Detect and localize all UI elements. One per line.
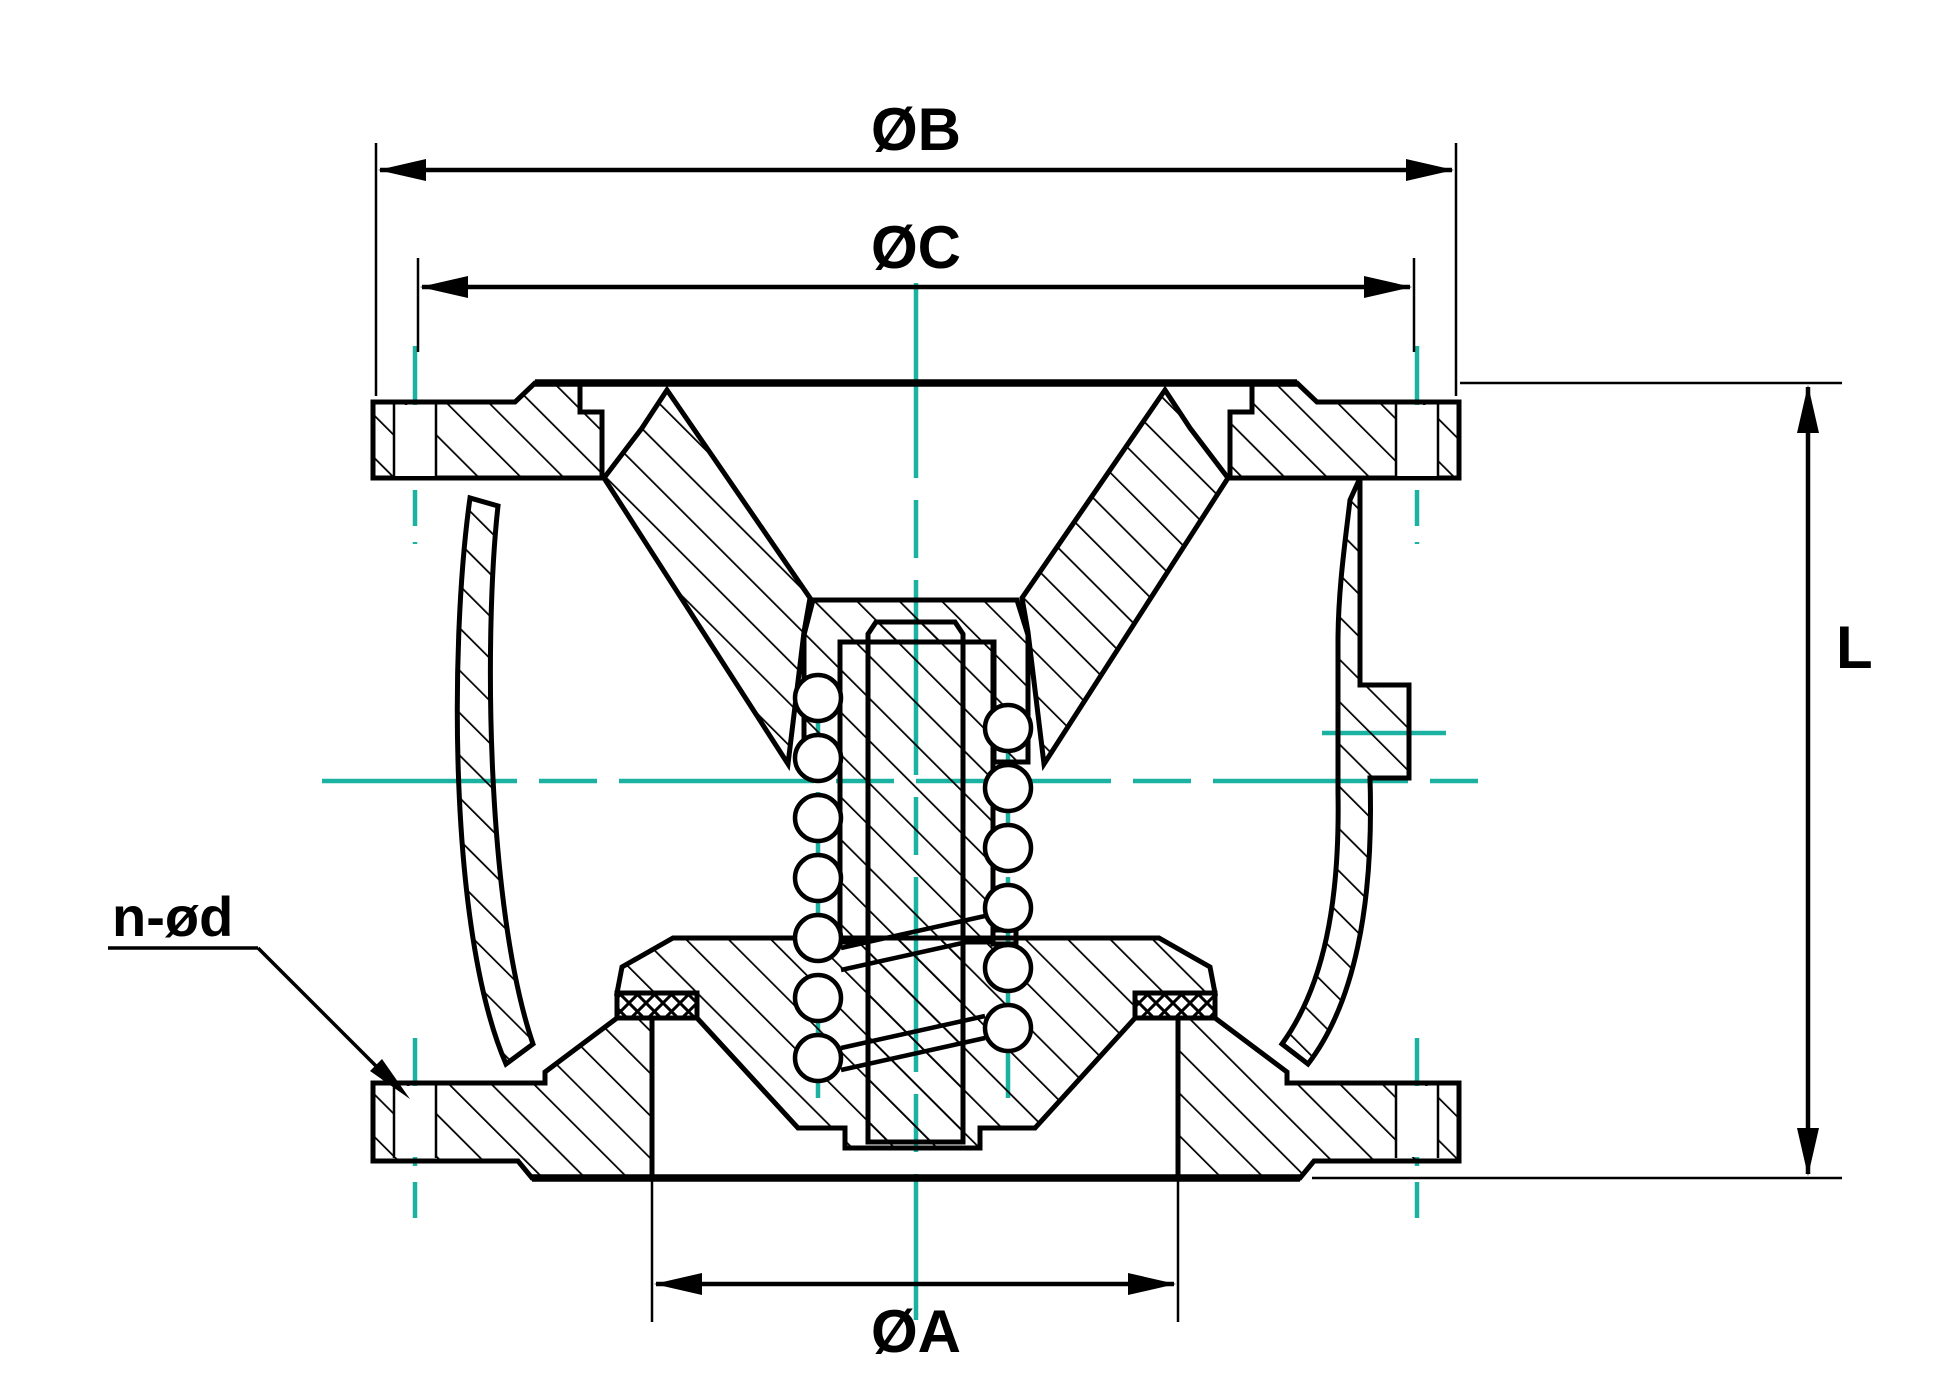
dimension-bore-a: ØA bbox=[650, 1180, 1180, 1365]
valve-body bbox=[370, 379, 1462, 1182]
spring-coil bbox=[792, 912, 844, 964]
dimension-outer-diameter-b: ØB bbox=[374, 96, 1458, 396]
funnel-wall-right bbox=[1019, 385, 1232, 772]
leader-line bbox=[256, 946, 400, 1090]
bowl-shell-right-with-boss bbox=[1278, 476, 1412, 1068]
stem-bushing-left bbox=[837, 639, 871, 945]
spring-coil bbox=[982, 702, 1034, 754]
bolt-hole-top-left bbox=[394, 405, 436, 476]
leader-arrowhead bbox=[370, 1059, 410, 1099]
dimension-length-l: L bbox=[1312, 381, 1873, 1180]
arrowhead-left bbox=[420, 276, 468, 298]
spring-coil bbox=[982, 882, 1034, 934]
spring-coil bbox=[792, 792, 844, 844]
bowl-shell-left bbox=[454, 494, 536, 1068]
spring-coil bbox=[792, 672, 844, 724]
dimension-label-a: ØA bbox=[871, 1298, 961, 1365]
dimension-label-l: L bbox=[1836, 614, 1873, 681]
bolt-hole-top-right bbox=[1396, 405, 1438, 476]
bottom-flange-right bbox=[1175, 1015, 1462, 1181]
spring-coils bbox=[792, 672, 1034, 1084]
dimension-bolt-circle-c: ØC bbox=[416, 214, 1416, 352]
arrowhead-top bbox=[1797, 385, 1819, 433]
spring-coil bbox=[792, 972, 844, 1024]
arrowhead-left bbox=[378, 159, 426, 181]
arrowhead-right bbox=[1128, 1273, 1176, 1295]
spring-wires bbox=[840, 913, 986, 1073]
dimension-label-b: ØB bbox=[871, 96, 961, 163]
valve-internals bbox=[613, 597, 1219, 1151]
seat-seal-right bbox=[1132, 990, 1218, 1021]
funnel-wall-left bbox=[600, 385, 813, 772]
spring-coil bbox=[982, 1002, 1034, 1054]
spring-coil bbox=[792, 732, 844, 784]
spring-wire bbox=[840, 935, 986, 973]
seat-seal-left bbox=[614, 990, 700, 1021]
callout-label-n-od: n-ød bbox=[112, 885, 233, 948]
spring-coil bbox=[982, 822, 1034, 874]
bolt-hole-bottom-right bbox=[1396, 1086, 1438, 1157]
arrowhead-left bbox=[654, 1273, 702, 1295]
dimension-label-c: ØC bbox=[871, 214, 961, 281]
spring-coil bbox=[982, 942, 1034, 994]
spring-coil bbox=[792, 1032, 844, 1084]
arrowhead-right bbox=[1406, 159, 1454, 181]
arrowhead-bottom bbox=[1797, 1128, 1819, 1176]
spring-wire bbox=[840, 1013, 986, 1051]
spring-wire bbox=[840, 913, 986, 951]
spring-coil bbox=[792, 852, 844, 904]
spring-wire bbox=[840, 1035, 986, 1073]
bottom-flange-left bbox=[370, 1015, 655, 1181]
callout-bolt-holes: n-ød bbox=[108, 885, 410, 1099]
bolt-hole-bottom-left bbox=[394, 1086, 436, 1157]
arrowhead-right bbox=[1364, 276, 1412, 298]
spring-coil bbox=[982, 762, 1034, 814]
valve-disc-assembly bbox=[613, 935, 1219, 1151]
